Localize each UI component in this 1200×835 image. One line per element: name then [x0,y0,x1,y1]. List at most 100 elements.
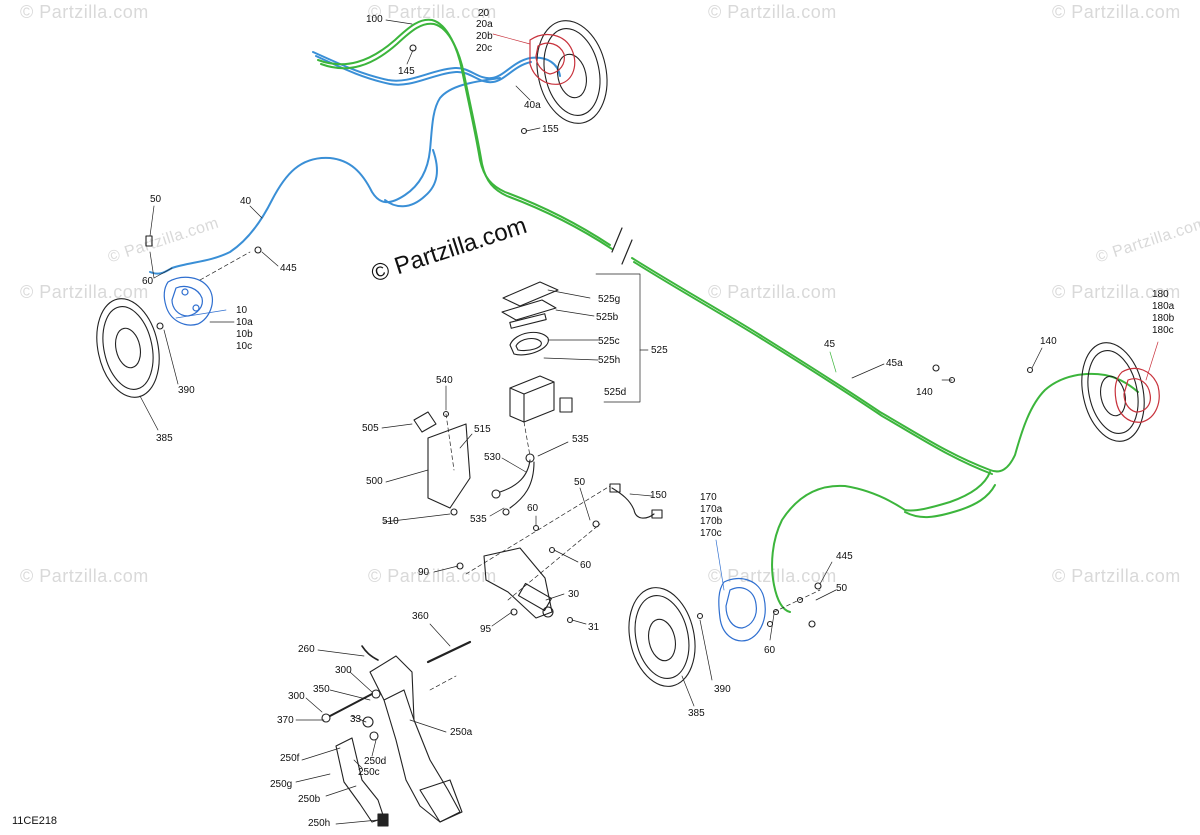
callout-label[interactable]: 525g [598,294,621,305]
rotor-left [96,298,160,398]
callout-label[interactable]: 60 [764,645,776,656]
callout-label[interactable]: 10a [236,317,253,328]
callout-label[interactable]: 150 [650,490,667,501]
callout-label[interactable]: 33 [350,714,362,725]
callout-label[interactable]: 10b [236,329,253,340]
callout-label[interactable]: 260 [298,644,315,655]
callout-label[interactable]: 60 [142,276,154,287]
callout-label[interactable]: 170 [700,492,717,503]
callout-label[interactable]: 180 [1152,289,1169,300]
blue-brake-line [149,51,561,275]
callout-label[interactable]: 250f [280,753,300,764]
watermark: © Partzilla.com [708,2,837,22]
callout-label[interactable]: 45 [824,339,836,350]
callout-label[interactable]: 90 [418,567,430,578]
callout-label[interactable]: 20a [476,19,493,30]
callout-label[interactable]: 350 [313,684,330,695]
callout-label[interactable]: 250b [298,794,321,805]
diagram-code: 11CE218 [12,815,58,827]
watermark: © Partzilla.com [708,282,837,302]
callout-label[interactable]: 525h [598,355,621,366]
watermark: © Partzilla.com [20,282,149,302]
callout-label[interactable]: 140 [916,387,933,398]
callout-label[interactable]: 300 [335,665,352,676]
reservoir-assembly [501,281,573,423]
callout-label[interactable]: 180a [1152,301,1175,312]
callout-label[interactable]: 50 [150,194,162,205]
rotor-bottom [628,587,696,687]
caliper-top [529,33,576,85]
callout-label[interactable]: 390 [178,385,195,396]
callout-label[interactable]: 525c [598,336,620,347]
callout-label[interactable]: 20b [476,31,493,42]
callout-label[interactable]: 60 [580,560,592,571]
callout-label[interactable]: 525b [596,312,619,323]
callout-label[interactable]: 250c [358,767,380,778]
callout-label[interactable]: 20c [476,43,493,54]
callout-label[interactable]: 100 [366,14,383,25]
callout-label[interactable]: 140 [1040,336,1057,347]
callout-label[interactable]: 180c [1152,325,1174,336]
callout-label[interactable]: 505 [362,423,379,434]
callout-label[interactable]: 445 [836,551,853,562]
watermark: © Partzilla.com [1052,2,1181,22]
watermark: © Partzilla.com [368,566,497,586]
callout-label[interactable]: 385 [156,433,173,444]
callout-label[interactable]: 300 [288,691,305,702]
callout-label[interactable]: 145 [398,66,415,77]
callout-label[interactable]: 535 [572,434,589,445]
callout-label[interactable]: 30 [568,589,580,600]
brake-pipe-530 [491,453,535,516]
callout-label[interactable]: 525 [651,345,668,356]
callout-label[interactable]: 50 [574,477,586,488]
callout-label[interactable]: 10c [236,341,253,352]
caliper-bottom [718,577,766,642]
callout-label[interactable]: 530 [484,452,501,463]
callout-label[interactable]: 535 [470,514,487,525]
bracket-500 [413,411,471,509]
hardware [145,44,1034,628]
callout-label[interactable]: 170a [700,504,723,515]
callout-label[interactable]: 40a [524,100,541,111]
callout-label[interactable]: 20 [478,8,490,19]
callout-label[interactable]: 180b [1152,313,1175,324]
watermark: © Partzilla.com [1052,282,1181,302]
callout-label[interactable]: 45a [886,358,903,369]
callout-label[interactable]: 10 [236,305,248,316]
callout-label[interactable]: 250h [308,818,331,829]
caliper-right [1114,367,1160,423]
brake-pedal [321,645,463,827]
rotor-top [536,20,608,124]
callout-label[interactable]: 360 [412,611,429,622]
leader-lines [139,19,1159,825]
callout-label[interactable]: 170b [700,516,723,527]
callout-label[interactable]: 155 [542,124,559,135]
master-cylinder [483,547,554,619]
callout-label[interactable]: 500 [366,476,383,487]
callout-label[interactable]: 540 [436,375,453,386]
watermark: © Partzilla.com [20,2,149,22]
callout-label[interactable]: 60 [527,503,539,514]
callout-label[interactable]: 510 [382,516,399,527]
green-brake-line [317,18,1139,613]
callout-label[interactable]: 40 [240,196,252,207]
watermark: © Partzilla.com [368,2,497,22]
callout-label[interactable]: 170c [700,528,722,539]
callout-label[interactable]: 385 [688,708,705,719]
callout-label[interactable]: 515 [474,424,491,435]
callout-label[interactable]: 250d [364,756,387,767]
callout-label[interactable]: 525d [604,387,627,398]
callout-label[interactable]: 250a [450,727,473,738]
caliper-left [163,276,213,326]
callout-label[interactable]: 31 [588,622,600,633]
callout-label[interactable]: 50 [836,583,848,594]
callout-label[interactable]: 390 [714,684,731,695]
callout-label[interactable]: 95 [480,624,492,635]
rotor-right [1081,342,1145,442]
callout-label[interactable]: 445 [280,263,297,274]
sensor-150 [609,483,663,519]
callout-label[interactable]: 370 [277,715,294,726]
callout-label[interactable]: 250g [270,779,293,790]
